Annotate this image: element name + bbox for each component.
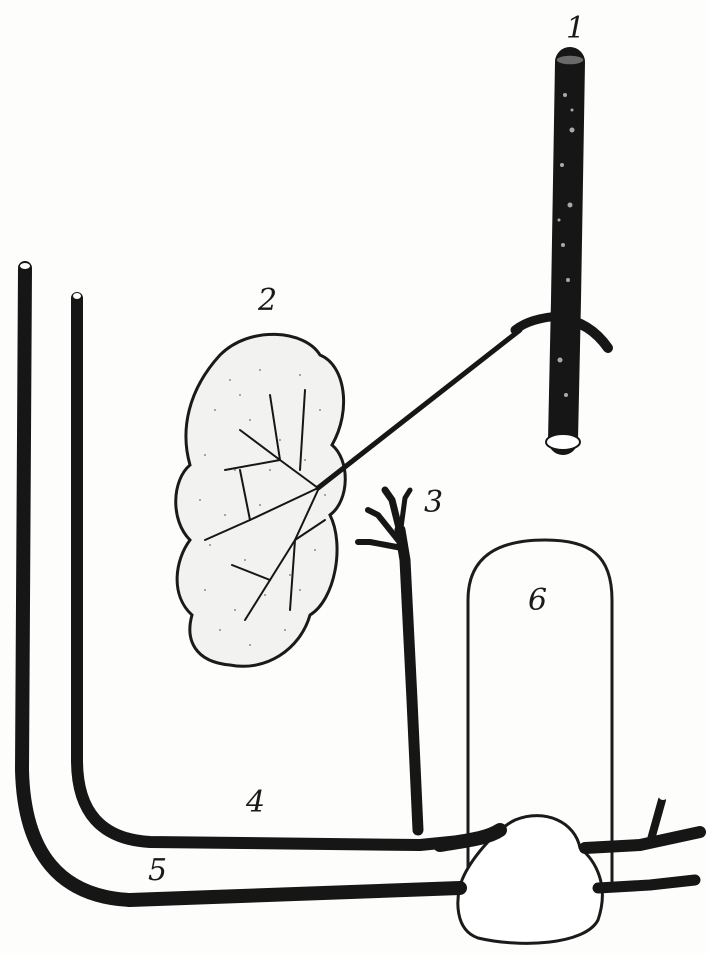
label-5: 5	[148, 853, 167, 888]
label-3: 3	[424, 485, 443, 520]
label-2: 2	[257, 283, 277, 318]
vessel-3	[358, 490, 418, 830]
label-6: 6	[528, 583, 547, 618]
label-1: 1	[566, 11, 585, 46]
vessel-1	[515, 55, 608, 450]
right-branches	[585, 794, 700, 888]
label-4: 4	[245, 785, 265, 820]
